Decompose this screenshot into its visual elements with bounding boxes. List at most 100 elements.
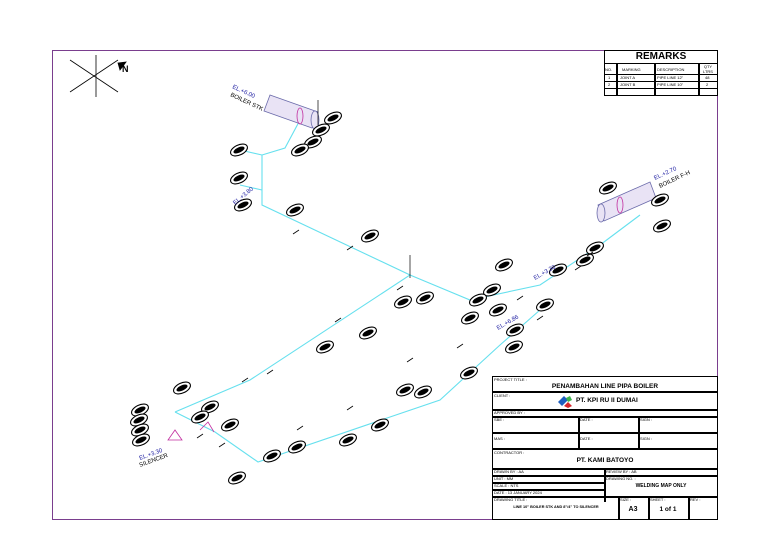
client-name: PT. KPI RU II DUMAI (576, 397, 638, 404)
remarks-row-2-qty: 2 (706, 82, 709, 87)
rev-label: REV : (690, 497, 701, 502)
weld-callout-bubble (461, 311, 479, 325)
riser-lines (317, 100, 411, 278)
weld-callout-bubble (460, 366, 478, 380)
weld-callout-bubble (359, 326, 377, 340)
weld-callout-bubble (396, 383, 414, 397)
weld-callout-bubble (228, 471, 246, 485)
remarks-title: REMARKS (635, 51, 687, 62)
remarks-row-1-marking: JOINT A (620, 75, 636, 80)
contractor-name: PT. KAMI BATOYO (576, 457, 634, 464)
weld-mark (586, 251, 594, 257)
north-arrow-icon (69, 55, 127, 97)
weld-mark (346, 245, 354, 251)
weld-callout-bubble (394, 295, 412, 309)
weld-callout-bubble (339, 433, 357, 447)
mas-sign-label: SIGN : (640, 436, 653, 441)
weld-mark (406, 357, 414, 363)
weld-callout-bubble (312, 123, 330, 137)
weld-mark (292, 229, 300, 235)
weld-callout-bubble (173, 381, 191, 395)
remarks-row-1-description: PIPE LINE 12" (657, 75, 684, 80)
silencer-symbol (167, 421, 215, 441)
remarks-row-1-no: 1 (608, 75, 611, 80)
weld-callout-bubble (230, 143, 248, 157)
weld-callout-bubble (230, 171, 248, 185)
drawing-title-label: DRAWING TITLE : (494, 497, 528, 502)
weld-callout-bubble (263, 449, 281, 463)
weld-callout-bubble (506, 323, 524, 337)
weld-callout-bubble (489, 303, 507, 317)
unit: UNIT : MM (494, 476, 514, 481)
weld-callout-bubble (505, 340, 523, 354)
weld-callout-bubble (234, 198, 252, 212)
weld-mark (456, 343, 464, 349)
drawing-no-label: DRAWING NO. : (606, 476, 636, 481)
weld-callout-bubble (586, 241, 604, 255)
drawing-sheet (52, 50, 718, 520)
weld-callout-bubble (651, 193, 669, 207)
weld-callout-bubble (324, 111, 342, 125)
sbe-date-label: DATE : (580, 417, 593, 422)
sbe-label: SBE : (494, 417, 505, 422)
mas-label: MAS : (494, 436, 505, 441)
drawn-by: DRAWN BY : AA (494, 469, 524, 474)
weld-callout-bubble (361, 229, 379, 243)
size-label: SIZE : (620, 497, 632, 502)
weld-callout-bubble (414, 385, 432, 399)
remarks-row-2-no: 2 (608, 82, 611, 87)
remarks-header-no: NO. (605, 67, 613, 72)
sheet-value: 1 of 1 (659, 506, 677, 513)
weld-callout-bubble (599, 181, 617, 195)
weld-callout-bubble (536, 298, 554, 312)
weld-mark (346, 405, 354, 411)
weld-callout-bubble (576, 253, 594, 267)
weld-callout-bubble (316, 340, 334, 354)
remarks-row-2-marking: JOINT B (620, 82, 636, 87)
weld-mark (218, 442, 226, 448)
weld-callout-bubble (653, 219, 671, 233)
date: DATE : 13 JANUARY 2024 (494, 490, 542, 495)
weld-mark (196, 433, 204, 439)
remarks-header-marking: MARKING (622, 67, 641, 72)
weld-callout-bubble (201, 400, 219, 414)
weld-mark (266, 369, 274, 375)
weld-mark (241, 377, 249, 383)
weld-callout-bubble (416, 291, 434, 305)
size-value: A3 (628, 506, 638, 513)
weld-callout-bubble (371, 418, 389, 432)
weld-callout-bubble (286, 203, 304, 217)
project-title-label: PROJECT TITLE : (494, 377, 527, 382)
remarks-table: REMARKS NO. MARKING DESCRIPTION QTY LTRS… (604, 50, 718, 100)
drawing-title: LINE 10" BOILER STK AND 8"/4" TO SILENCE… (513, 505, 599, 509)
client-label: CLIENT : (494, 393, 511, 398)
remarks-header-qty: QTY LTRS (703, 64, 713, 74)
weld-mark (396, 285, 404, 291)
approved-label: APPROVED BY : (494, 410, 525, 415)
boiler-stack-cylinder (263, 94, 320, 130)
pipe-route (174, 119, 641, 463)
contractor-label: CONTRACTOR : (494, 450, 525, 455)
project-title: PENAMBAHAN LINE PIPA BOILER (551, 383, 659, 390)
weld-callout-bubble (288, 440, 306, 454)
weld-mark (574, 265, 582, 271)
remarks-row-2-description: PIPE LINE 10" (657, 82, 684, 87)
north-label: N (122, 64, 129, 74)
title-block: PROJECT TITLE : PENAMBAHAN LINE PIPA BOI… (492, 376, 718, 520)
weld-callout-bubble (495, 258, 513, 272)
company-logo (558, 396, 572, 408)
weld-callout-bubble (131, 403, 149, 417)
weld-mark (536, 315, 544, 321)
weld-callout-bubble (132, 433, 150, 447)
remarks-row-1-qty: 48 (705, 75, 710, 80)
weld-callout-bubble (191, 410, 209, 424)
drawing-no: WELDING MAP ONLY (635, 483, 687, 489)
weld-mark (296, 425, 304, 431)
sheet-label: SHEET : (650, 497, 666, 502)
weld-mark (334, 317, 342, 323)
remarks-header-description: DESCRIPTION (657, 67, 685, 72)
weld-callout-bubble (469, 293, 487, 307)
weld-callout-bubble (221, 418, 239, 432)
mas-date-label: DATE : (580, 436, 593, 441)
